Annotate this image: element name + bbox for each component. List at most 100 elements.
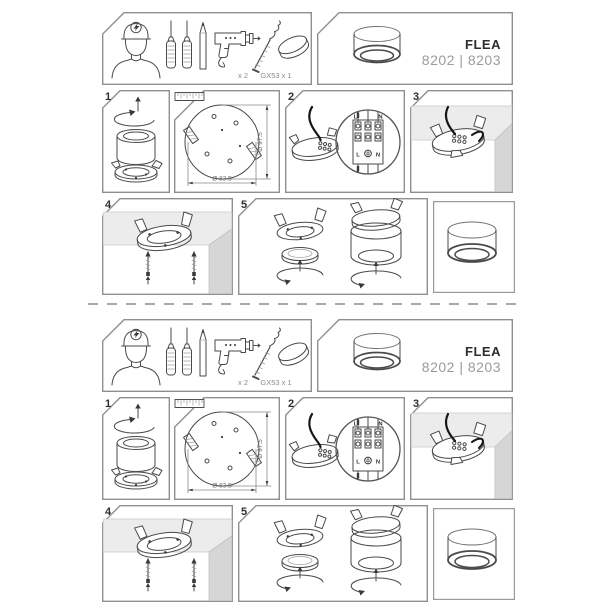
pencil-icon (199, 22, 207, 70)
drill-icon (214, 338, 261, 375)
step5-number: 5 (241, 199, 248, 211)
step5-panel: 5 (238, 505, 428, 602)
pencil-icon (199, 329, 207, 377)
terminal-live-label: L (354, 422, 358, 428)
step1-number: 1 (105, 91, 112, 103)
mains-wire (308, 105, 322, 142)
brand-panel: FLEA 8202 | 8203 (317, 12, 513, 85)
base-plate-drawing (429, 421, 487, 465)
insert-gx53-step (273, 514, 327, 592)
brand-panel: FLEA 8202 | 8203 (317, 319, 513, 392)
mounting-plate-dimensions: Ø 97.5 Ø 83.5 (174, 397, 280, 500)
lamp-body-drawing (116, 436, 156, 472)
base-plate-drawing (429, 114, 487, 158)
wire-tail (471, 130, 484, 142)
finished-lamp-drawing (433, 201, 515, 293)
up-arrow-icon (373, 261, 379, 275)
step2-panel: 2 (285, 397, 405, 500)
mains-wire (308, 412, 322, 449)
screw-icon (145, 558, 151, 592)
step2-number: 2 (288, 91, 295, 103)
screw-fixing-illustration (102, 198, 233, 295)
rotate-arrow-icon (350, 270, 402, 289)
rotate-arrow-icon (350, 577, 402, 596)
step4-number: 4 (105, 506, 112, 518)
instruction-sheet-top: x 2 GX53 x 1 FLEA 8202 | 8203 1 (0, 12, 610, 295)
screw-anchor-icon (252, 327, 281, 380)
screw-icon (145, 251, 151, 285)
up-arrow-icon (373, 568, 379, 582)
terminal-neutral-label: N (378, 422, 382, 428)
plate-slot (246, 448, 262, 468)
outer-diameter-label: Ø 97.5 (257, 439, 264, 459)
screws-count-label: x 2 (237, 378, 248, 387)
dimensions-panel: Ø 97.5 Ø 83.5 (174, 397, 280, 500)
terminal-wires-bottom (356, 470, 379, 482)
lamp-assembly-illustration (238, 505, 428, 602)
step3-number: 3 (413, 91, 420, 103)
screwdriver-icon (166, 20, 176, 69)
rotate-arrow-icon (113, 416, 155, 434)
step1-illustration (102, 397, 170, 500)
mounting-ring-drawing (134, 211, 193, 252)
screw-icon (191, 558, 197, 592)
up-arrow-icon (135, 96, 141, 112)
screw-anchor-icon (252, 20, 281, 73)
up-arrow-icon (135, 403, 141, 419)
step1-number: 1 (105, 398, 112, 410)
ruler-icon (174, 399, 205, 408)
mounting-ring-drawing (134, 518, 193, 559)
terminal-neutral-label: N (376, 153, 380, 159)
product-models: 8202 | 8203 (421, 52, 501, 68)
inner-diameter-dimension: Ø 83.5 (187, 449, 257, 493)
terminal-detail-magnifier: L N L N (335, 109, 401, 175)
step4-panel: 4 (102, 505, 233, 602)
step5-number: 5 (241, 506, 248, 518)
terminal-wires-top (356, 109, 379, 123)
step2-panel: 2 (285, 90, 405, 193)
drill-icon (214, 31, 261, 68)
screwdriver-icon (182, 327, 192, 376)
mounting-ring-drawing (111, 160, 163, 183)
inner-diameter-dimension: Ø 83.5 (187, 142, 257, 186)
insert-gx53-step (273, 207, 327, 285)
wiring-illustration: L N L N (285, 397, 405, 500)
up-arrow-icon (297, 259, 303, 272)
step5-panel: 5 (238, 198, 428, 295)
inner-diameter-label: Ø 83.5 (212, 483, 232, 490)
step1-illustration (102, 90, 170, 193)
rotate-arrow-icon (113, 109, 155, 127)
installer-icon (111, 328, 161, 386)
lamp-count-label: GX53 x 1 (260, 71, 292, 80)
terminal-detail-magnifier: L N L N (335, 416, 401, 482)
tools-illustration (102, 319, 312, 392)
ruler-icon (174, 92, 205, 101)
screwdriver-icon (182, 20, 192, 69)
screwdriver-icon (166, 327, 176, 376)
ceiling-mount-illustration (410, 90, 513, 193)
terminal-live-label: L (354, 115, 358, 121)
lamp-body-drawing (116, 129, 156, 165)
step4-panel: 4 (102, 198, 233, 295)
plate-slot (183, 432, 199, 452)
attach-body-step (350, 505, 403, 596)
product-lamp-drawing (317, 12, 513, 85)
rotate-arrow-icon (276, 267, 324, 285)
installer-icon (111, 21, 161, 79)
cut-line-divider (88, 303, 522, 305)
product-name: FLEA (465, 344, 501, 359)
tools-panel: x 2 GX53 x 1 (102, 319, 312, 392)
finished-product-panel (433, 201, 515, 293)
terminal-wires-top (356, 416, 379, 430)
step3-panel: 3 (410, 90, 513, 193)
inner-diameter-label: Ø 83.5 (212, 176, 232, 183)
finished-lamp-drawing (433, 508, 515, 600)
mounting-plate-dimensions: Ø 97.5 Ø 83.5 (174, 90, 280, 193)
product-models: 8202 | 8203 (421, 359, 501, 375)
outer-diameter-dimension: Ø 97.5 (222, 411, 271, 487)
step1-panel: 1 (102, 90, 170, 193)
instruction-sheet-bottom: x 2 GX53 x 1 FLEA 8202 | 8203 1 (0, 319, 610, 602)
terminal-blocks (354, 121, 382, 142)
terminal-live-label: L (356, 153, 360, 159)
lamp-count-label: GX53 x 1 (260, 378, 292, 387)
